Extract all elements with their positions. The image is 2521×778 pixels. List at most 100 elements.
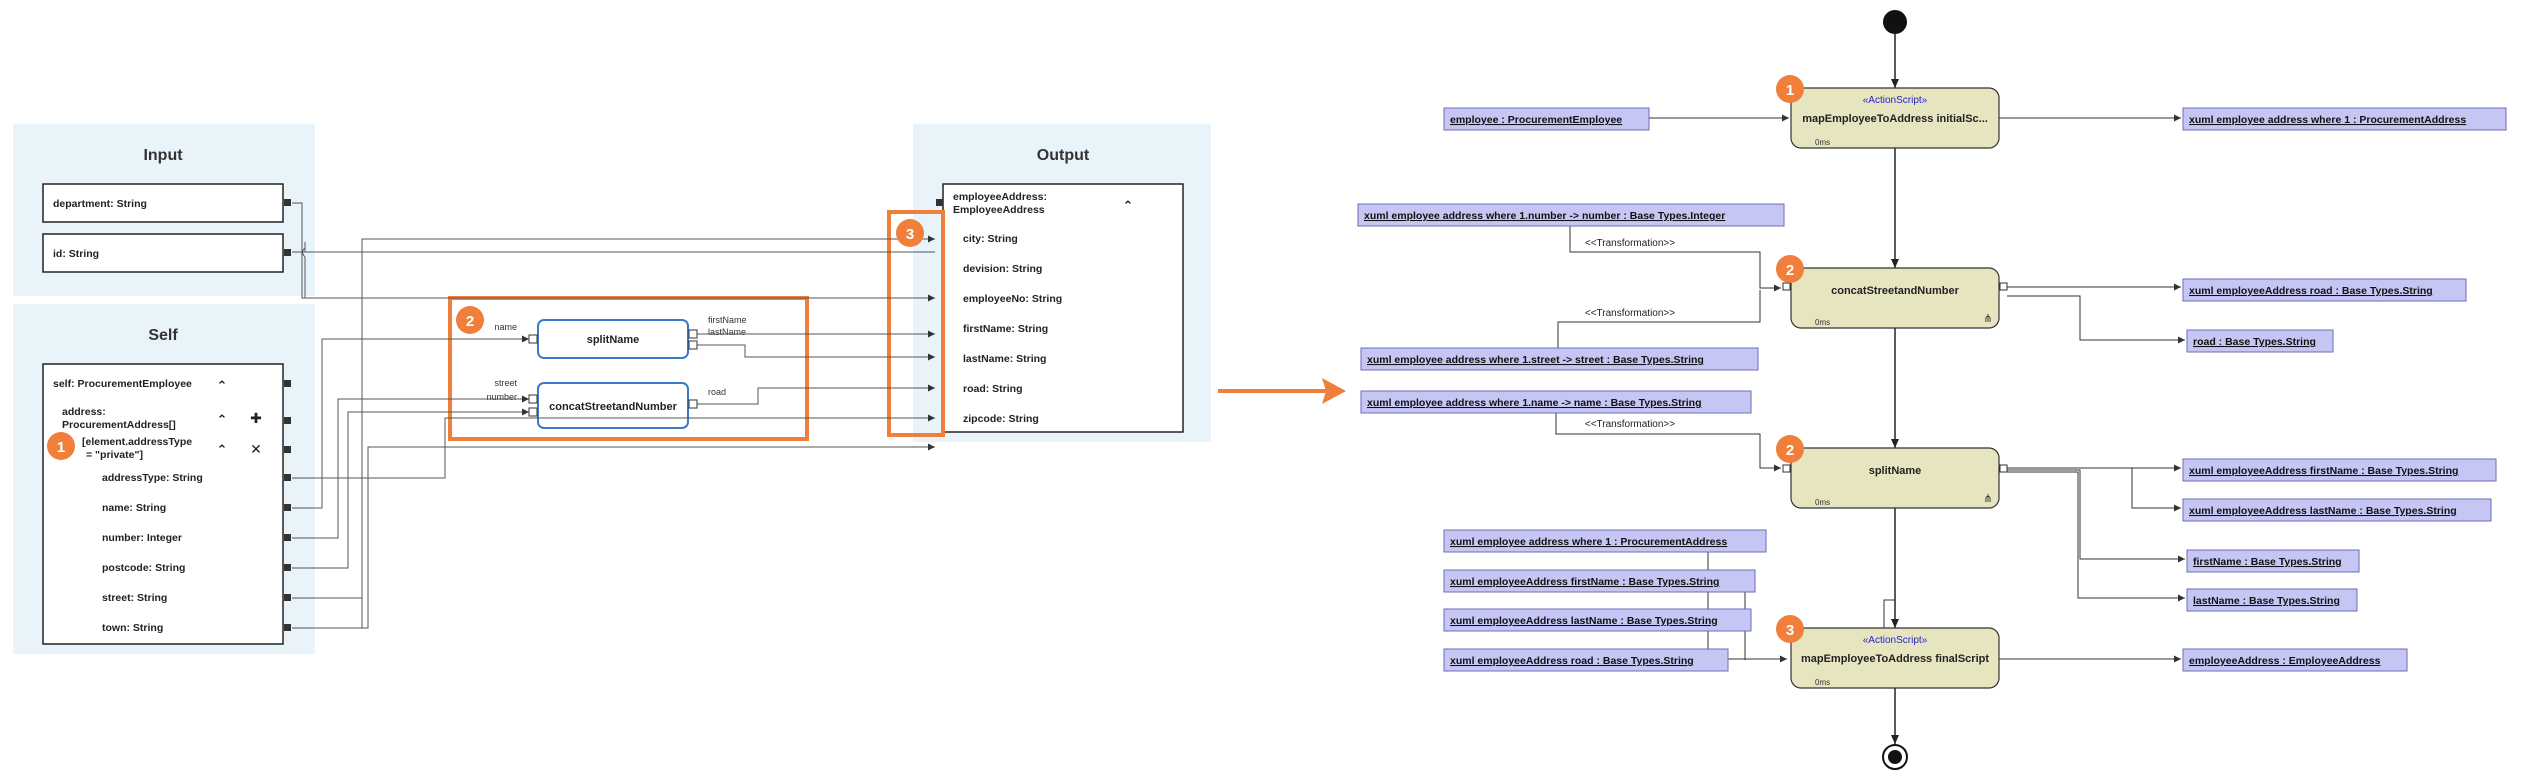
svg-text:xuml employeeAddress firstName: xuml employeeAddress firstName : Base Ty… bbox=[2189, 465, 2458, 477]
split-name-out-port-last[interactable] bbox=[688, 340, 698, 350]
object-node-street[interactable]: xuml employee address where 1.street -> … bbox=[1360, 347, 1759, 371]
action-name: concatStreetandNumber bbox=[1831, 285, 1959, 297]
address-label-line1: address: bbox=[62, 406, 106, 418]
action-node-split[interactable]: splitName 0ms ⋔ bbox=[1782, 447, 2008, 509]
svg-text:2: 2 bbox=[1786, 262, 1794, 279]
input-port-id[interactable] bbox=[284, 249, 291, 256]
add-filter-icon[interactable]: ✚ bbox=[250, 410, 262, 426]
fork-icon: ⋔ bbox=[1983, 313, 1992, 325]
self-field-port[interactable] bbox=[284, 474, 291, 481]
concat-in-label-number: number bbox=[486, 392, 517, 402]
badge-2: 2 bbox=[456, 306, 484, 334]
svg-text:employee : ProcurementEmployee: employee : ProcurementEmployee bbox=[1450, 114, 1622, 126]
svg-text:2: 2 bbox=[1786, 442, 1794, 459]
action-node-initial-script[interactable]: «ActionScript» mapEmployeeToAddress init… bbox=[1790, 87, 2000, 149]
action-name: mapEmployeeToAddress finalScript bbox=[1801, 653, 1989, 665]
self-tree bbox=[42, 363, 284, 645]
mapping-view: Input Self Output department: String id:… bbox=[13, 124, 1211, 654]
collapse-icon[interactable]: ⌃ bbox=[217, 378, 228, 393]
svg-text:xuml employee address where 1: xuml employee address where 1 : Procurem… bbox=[2189, 114, 2466, 126]
fork-icon: ⋔ bbox=[1983, 493, 1992, 505]
self-field-port[interactable] bbox=[284, 564, 291, 571]
split-name-in-port[interactable] bbox=[528, 334, 538, 344]
svg-text:xuml employeeAddress road : Ba: xuml employeeAddress road : Base Types.S… bbox=[2189, 285, 2433, 297]
output-field-label: road: String bbox=[963, 383, 1023, 395]
object-node-last-attr[interactable]: xuml employeeAddress lastName : Base Typ… bbox=[2182, 498, 2492, 522]
initial-node bbox=[1883, 10, 1907, 34]
self-field-port[interactable] bbox=[284, 624, 291, 631]
filter-port[interactable] bbox=[284, 446, 291, 453]
action-node-concat[interactable]: concatStreetandNumber 0ms ⋔ bbox=[1782, 267, 2008, 329]
split-name-in-label: name bbox=[494, 322, 517, 332]
output-root-port[interactable] bbox=[936, 199, 943, 206]
svg-text:xuml employeeAddress firstName: xuml employeeAddress firstName : Base Ty… bbox=[1450, 576, 1719, 588]
self-field-label: name: String bbox=[102, 502, 166, 514]
collapse-icon[interactable]: ⌃ bbox=[217, 442, 228, 457]
address-label-line2: ProcurementAddress[] bbox=[62, 419, 176, 431]
object-node-name[interactable]: xuml employee address where 1.name -> na… bbox=[1360, 390, 1752, 414]
object-node-number[interactable]: xuml employee address where 1.number -> … bbox=[1357, 203, 1785, 227]
object-node-first[interactable]: firstName : Base Types.String bbox=[2186, 549, 2360, 573]
action-time: 0ms bbox=[1815, 498, 1830, 507]
object-node-final-last[interactable]: xuml employeeAddress lastName : Base Typ… bbox=[1443, 608, 1752, 632]
object-node-address-out[interactable]: xuml employee address where 1 : Procurem… bbox=[2182, 107, 2507, 131]
output-field-label: city: String bbox=[963, 233, 1018, 245]
action-node-final-script[interactable]: «ActionScript» mapEmployeeToAddress fina… bbox=[1790, 627, 2000, 689]
stereotype-label: «ActionScript» bbox=[1863, 95, 1928, 106]
split-name-function[interactable] bbox=[537, 319, 689, 359]
object-node-first-attr[interactable]: xuml employeeAddress firstName : Base Ty… bbox=[2182, 458, 2497, 482]
svg-text:firstName : Base Types.String: firstName : Base Types.String bbox=[2193, 556, 2342, 568]
action-time: 0ms bbox=[1815, 678, 1830, 687]
svg-text:1: 1 bbox=[57, 439, 65, 456]
object-node-final-address[interactable]: xuml employee address where 1 : Procurem… bbox=[1443, 529, 1767, 553]
object-node-final-first[interactable]: xuml employeeAddress firstName : Base Ty… bbox=[1443, 569, 1756, 593]
self-root-label: self: ProcurementEmployee bbox=[53, 378, 192, 390]
concat-in-port-number[interactable] bbox=[528, 407, 538, 417]
self-field-port[interactable] bbox=[284, 534, 291, 541]
collapse-icon[interactable]: ⌃ bbox=[217, 412, 228, 427]
split-name-out-label-last: lastName bbox=[708, 327, 746, 337]
badge-1-activity: 1 bbox=[1776, 75, 1804, 103]
self-field-port[interactable] bbox=[284, 504, 291, 511]
concat-in-port-street[interactable] bbox=[528, 394, 538, 404]
output-field-label: lastName: String bbox=[963, 353, 1046, 365]
svg-text:xuml employeeAddress lastName: xuml employeeAddress lastName : Base Typ… bbox=[2189, 505, 2457, 517]
remove-filter-icon[interactable]: ✕ bbox=[250, 441, 262, 457]
final-node bbox=[1882, 744, 1908, 770]
input-field-department[interactable] bbox=[42, 183, 284, 223]
svg-text:3: 3 bbox=[1786, 622, 1794, 639]
transformation-label: <<Transformation>> bbox=[1585, 419, 1675, 430]
output-highlight-box bbox=[887, 210, 945, 437]
action-name: splitName bbox=[1869, 465, 1922, 477]
input-field-department-label: department: String bbox=[53, 198, 147, 210]
concat-in-label-street: street bbox=[494, 378, 517, 388]
self-field-port[interactable] bbox=[284, 594, 291, 601]
concat-street-function[interactable] bbox=[537, 382, 689, 429]
collapse-icon[interactable]: ⌃ bbox=[1123, 198, 1134, 213]
object-node-last[interactable]: lastName : Base Types.String bbox=[2186, 588, 2358, 612]
address-port[interactable] bbox=[284, 417, 291, 424]
transformation-label: <<Transformation>> bbox=[1585, 308, 1675, 319]
split-name-out-port-first[interactable] bbox=[688, 329, 698, 339]
self-field-label: number: Integer bbox=[102, 532, 182, 544]
action-time: 0ms bbox=[1815, 138, 1830, 147]
input-field-id[interactable] bbox=[42, 233, 284, 273]
object-node-employee[interactable]: employee : ProcurementEmployee bbox=[1443, 107, 1650, 131]
input-title: Input bbox=[143, 147, 183, 164]
self-title: Self bbox=[148, 327, 178, 344]
svg-text:xuml employeeAddress lastName: xuml employeeAddress lastName : Base Typ… bbox=[1450, 615, 1718, 627]
svg-text:lastName : Base Types.String: lastName : Base Types.String bbox=[2193, 595, 2340, 607]
concat-out-port-road[interactable] bbox=[688, 399, 698, 409]
filter-label-line2: = "private"] bbox=[86, 449, 143, 461]
concat-street-function-label: concatStreetandNumber bbox=[549, 401, 677, 413]
object-node-result[interactable]: employeeAddress : EmployeeAddress bbox=[2182, 648, 2408, 672]
object-node-final-road[interactable]: xuml employeeAddress road : Base Types.S… bbox=[1443, 648, 1729, 672]
split-name-out-label-first: firstName bbox=[708, 315, 747, 325]
self-root-port[interactable] bbox=[284, 380, 291, 387]
object-node-road-attr[interactable]: xuml employeeAddress road : Base Types.S… bbox=[2182, 278, 2467, 302]
input-port-department[interactable] bbox=[284, 199, 291, 206]
object-node-road[interactable]: road : Base Types.String bbox=[2186, 329, 2334, 353]
filter-label-line1: [element.addressType bbox=[82, 436, 192, 448]
